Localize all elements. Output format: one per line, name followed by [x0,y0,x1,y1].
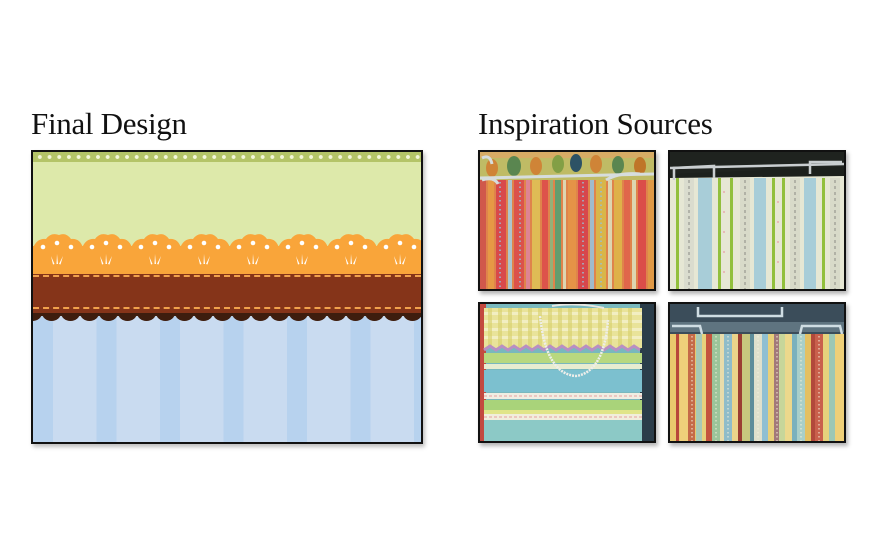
inspiration-sources-title: Inspiration Sources [478,106,713,141]
inspiration-photo-3 [478,302,656,443]
inspiration-photo-4 [668,302,846,443]
final-design-pattern [31,150,423,444]
stitch-line-bottom [33,307,421,309]
inspiration-photo-2 [668,150,846,291]
brown-ribbon-band [33,270,421,316]
final-design-title: Final Design [31,106,187,141]
flower-scallop-border [33,234,421,274]
inspiration-photo-1 [478,150,656,291]
green-band [33,162,421,237]
blue-striped-band [33,316,421,442]
dark-scallop-border [33,313,421,321]
stitch-line-top [33,275,421,277]
dotted-strip [33,152,421,162]
